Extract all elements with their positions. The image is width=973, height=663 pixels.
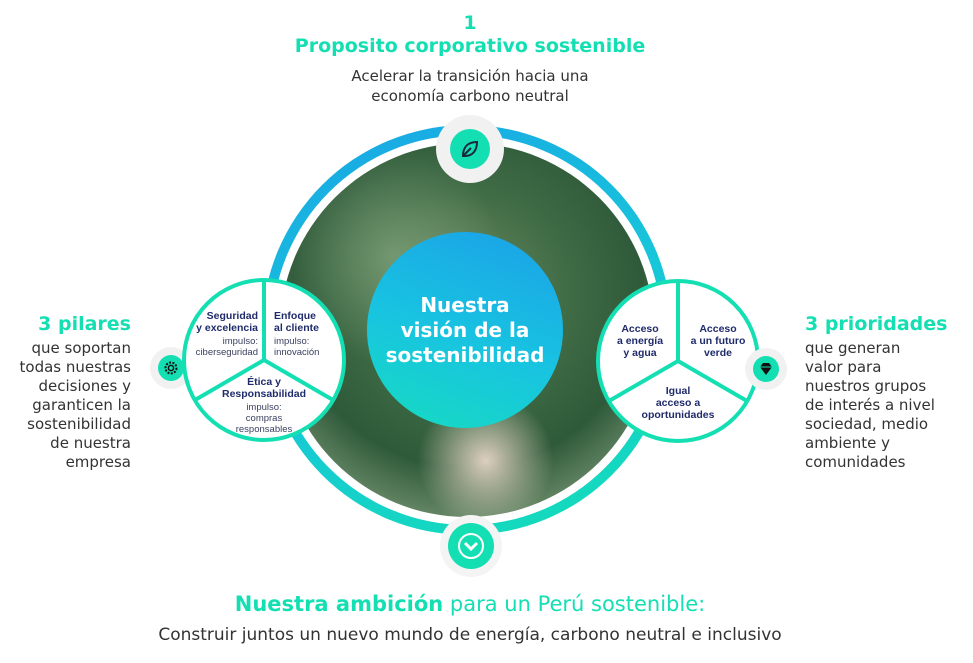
pillars-line: sostenibilidad [27, 415, 131, 433]
pie-dividers [193, 280, 335, 402]
pillars-line: de nuestra [50, 434, 131, 452]
priorities-heading: 3 prioridades [805, 313, 948, 335]
purpose-subtitle-line: Acelerar la transición hacia una [351, 67, 589, 85]
vision-line: visión de la [400, 317, 530, 342]
leaf-badge [436, 115, 504, 183]
diamond-icon [753, 356, 779, 382]
priorities-line: ambiente y [805, 434, 890, 452]
pillars-line: decisiones y [38, 377, 131, 395]
priorities-line: que generan [805, 339, 901, 357]
priorities-line: valor para [805, 358, 882, 376]
purpose-subtitle-line: economía carbono neutral [371, 87, 569, 105]
purpose-title: Proposito corporativo sostenible [294, 35, 646, 57]
purpose-subtitle: Acelerar la transición hacia una economía… [0, 66, 940, 106]
pillars-line: que soportan [31, 339, 131, 357]
ambition-subtitle: Construir juntos un nuevo mundo de energ… [158, 625, 782, 645]
diamond-badge [745, 348, 787, 390]
pillars-heading: 3 pilares [38, 313, 131, 335]
vision-line: Nuestra [420, 292, 510, 317]
purpose-number: 1 [463, 12, 477, 34]
ambition-heading: Nuestra ambición para un Perú sostenible… [0, 592, 940, 616]
chevron-badge [440, 515, 502, 577]
chevron-down-icon [448, 523, 494, 569]
ambition-rest: para un Perú sostenible: [443, 592, 706, 616]
pillar-impulse: impulso:ciberseguridad [195, 336, 258, 358]
priorities-line: nuestros grupos [805, 377, 927, 395]
priorities-line: sociedad, medio [805, 415, 929, 433]
ambition-bold: Nuestra ambición [234, 592, 444, 616]
leaf-icon [450, 129, 490, 169]
pillar-impulse: impulso:innovación [274, 336, 320, 358]
pillars-line: garanticen la [32, 396, 131, 414]
vision-line: sostenibilidad [385, 342, 545, 367]
pillars-line: todas nuestras [19, 358, 131, 376]
pillars-line: empresa [65, 453, 131, 471]
priorities-line: comunidades [805, 453, 906, 471]
priorities-line: de interés a nivel [805, 396, 935, 414]
pie-dividers [607, 281, 749, 403]
gear-icon [158, 355, 184, 381]
